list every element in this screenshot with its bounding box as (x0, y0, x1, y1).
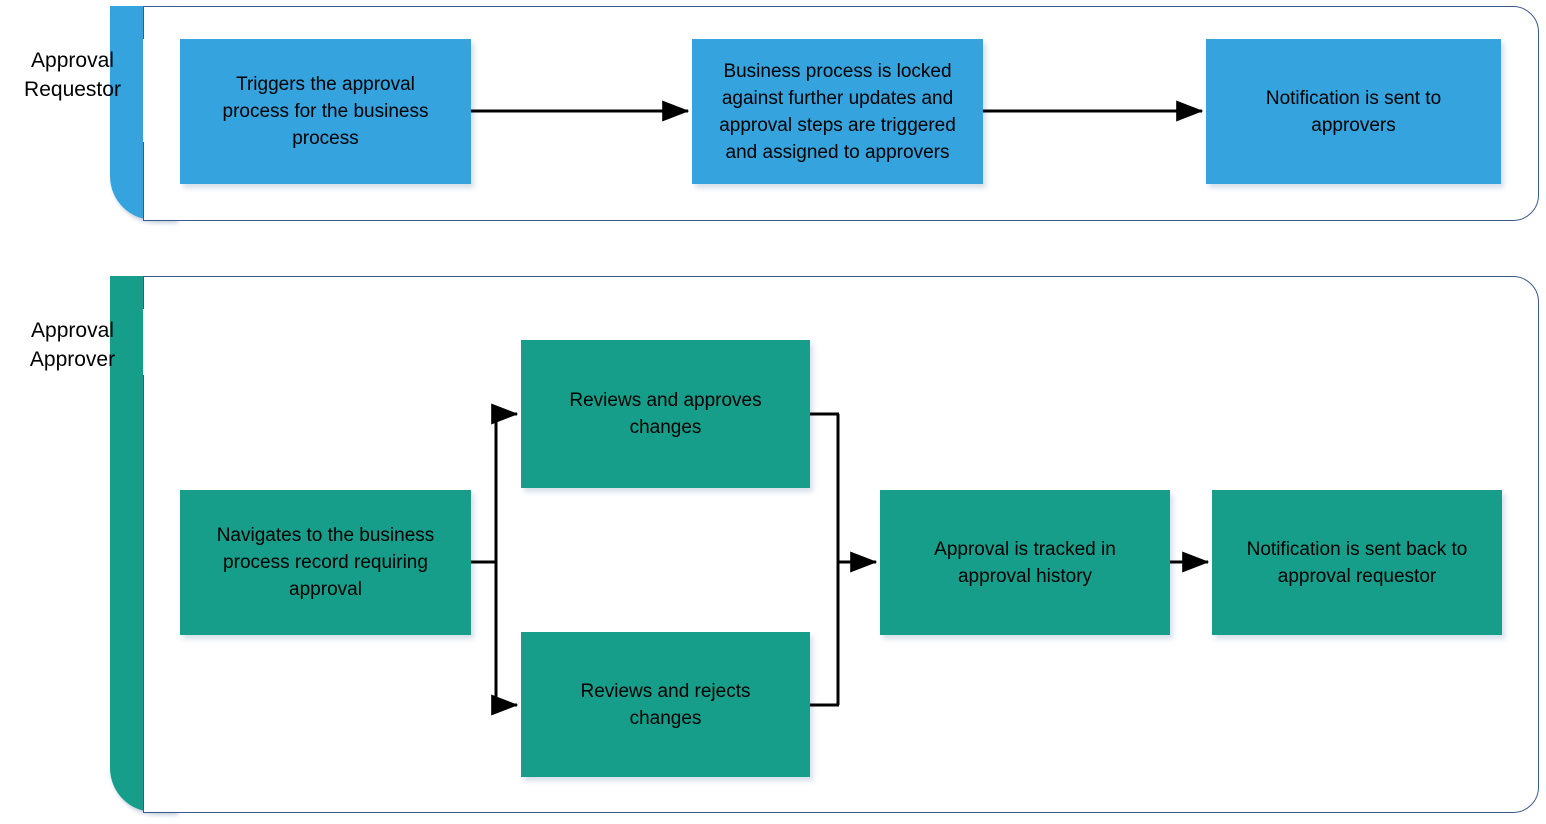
node-notify-requestor[interactable]: Notification is sent back to approval re… (1212, 490, 1502, 635)
node-reviews-approves[interactable]: Reviews and approves changes (521, 340, 810, 488)
lane-label-notch-approver (143, 309, 183, 375)
lane-label-requestor: Approval Requestor (24, 49, 121, 101)
node-reviews-rejects[interactable]: Reviews and rejects changes (521, 632, 810, 777)
node-trigger[interactable]: Triggers the approval process for the bu… (180, 39, 471, 184)
node-navigate[interactable]: Navigates to the business process record… (180, 490, 471, 635)
node-notify-approvers[interactable]: Notification is sent to approvers (1206, 39, 1501, 184)
lane-label-notch-requestor (143, 39, 183, 142)
node-approval-tracked[interactable]: Approval is tracked in approval history (880, 490, 1170, 635)
lane-label-approver: Approval Approver (29, 319, 116, 371)
node-locked[interactable]: Business process is locked against furth… (692, 39, 983, 184)
